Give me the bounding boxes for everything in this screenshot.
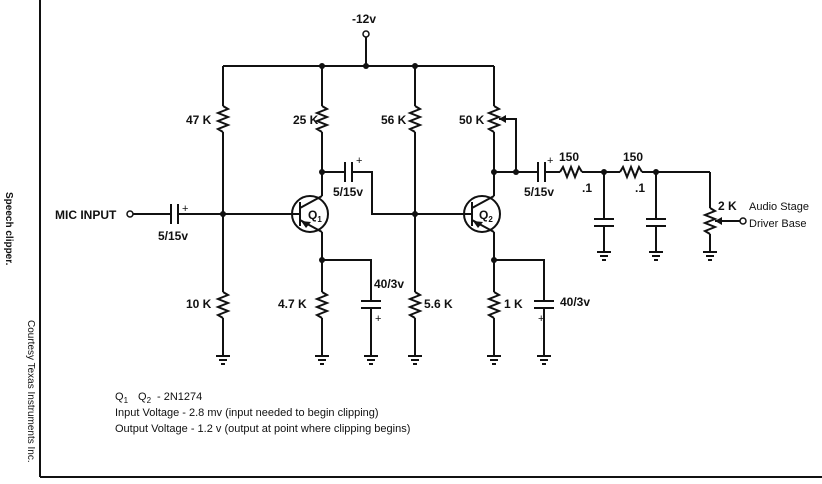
- mic-input-label: MIC INPUT: [55, 208, 117, 222]
- resistor-10k: [215, 291, 231, 319]
- potentiometer-2k: [702, 207, 718, 235]
- supply-label: -12v: [352, 12, 376, 26]
- ground-icon: [487, 355, 501, 365]
- resistor-10k-label: 10 K: [186, 297, 212, 311]
- emitter-capacitor-1-label: 40/3v: [374, 277, 404, 291]
- node: [363, 63, 369, 69]
- ground-symbols: [216, 251, 717, 365]
- plus-sign: +: [538, 313, 544, 325]
- ground-icon: [703, 251, 717, 261]
- supply-terminal: [362, 30, 370, 38]
- wire: [353, 171, 466, 215]
- node: [412, 211, 418, 217]
- resistor-4-7k-label: 4.7 K: [278, 297, 307, 311]
- q1-emitter-arrow: [301, 221, 311, 228]
- coupling-capacitor-1-label: 5/15v: [333, 185, 363, 199]
- potentiometer-2k-label: 2 K: [718, 199, 737, 213]
- wire: [322, 259, 372, 300]
- filter-capacitor-2-label: .1: [635, 181, 645, 195]
- resistor-1k-label: 1 K: [504, 297, 523, 311]
- q2-label: Q2: [479, 208, 493, 224]
- q1-collector: [299, 195, 323, 209]
- resistor-4-7k: [314, 291, 330, 319]
- ground-icon: [649, 251, 663, 261]
- output-label-line2: Driver Base: [749, 218, 806, 230]
- ground-icon: [597, 251, 611, 261]
- coupling-capacitor-2-label: 5/15v: [524, 185, 554, 199]
- potentiometer-50k-label: 50 K: [459, 113, 485, 127]
- node: [513, 169, 519, 175]
- plus-sign: +: [375, 313, 381, 325]
- plus-sign: +: [182, 203, 188, 215]
- input-capacitor-label: 5/15v: [158, 229, 188, 243]
- ground-icon: [364, 355, 378, 365]
- resistor-150-a-label: 150: [559, 150, 579, 164]
- ground-icon: [537, 355, 551, 365]
- pot-wiper-arrow: [499, 115, 506, 123]
- ground-icon: [408, 355, 422, 365]
- resistor-47k: [215, 105, 231, 133]
- resistor-150-b: [619, 164, 643, 180]
- resistor-47k-label: 47 K: [186, 113, 212, 127]
- q1-label: Q1: [308, 208, 322, 224]
- q2-emitter-arrow: [473, 221, 483, 228]
- resistor-150-a: [559, 164, 583, 180]
- mic-input-terminal: [126, 210, 134, 218]
- side-credit: Courtesy Texas Instruments Inc.: [25, 320, 36, 463]
- filter-capacitor-1-label: .1: [582, 181, 592, 195]
- resistor-5-6k-label: 5.6 K: [424, 297, 453, 311]
- resistor-1k: [486, 291, 502, 319]
- plus-sign: +: [356, 155, 362, 167]
- resistor-150-b-label: 150: [623, 150, 643, 164]
- input-voltage-note: Input Voltage - 2.8 mv (input needed to …: [115, 407, 379, 419]
- resistor-56k-label: 56 K: [381, 113, 407, 127]
- pot-wiper-wire: [499, 118, 517, 172]
- resistor-25k-label: 25 K: [293, 113, 319, 127]
- output-label-line1: Audio Stage: [749, 201, 809, 213]
- ground-icon: [315, 355, 329, 365]
- potentiometer-50k: [486, 105, 502, 133]
- resistor-56k: [407, 105, 423, 133]
- resistor-5-6k: [407, 291, 423, 319]
- plus-sign: +: [547, 155, 553, 167]
- emitter-capacitor-2-label: 40/3v: [560, 295, 590, 309]
- side-caption: Speech clipper.: [3, 192, 14, 266]
- ground-icon: [216, 355, 230, 365]
- output-voltage-note: Output Voltage - 1.2 v (output at point …: [115, 423, 410, 435]
- resistor-25k: [314, 105, 330, 133]
- q2-collector: [471, 195, 495, 209]
- wire: [494, 259, 545, 300]
- pot-wiper-arrow: [715, 217, 722, 225]
- transistor-q2: [463, 195, 501, 233]
- output-terminal: [739, 217, 747, 225]
